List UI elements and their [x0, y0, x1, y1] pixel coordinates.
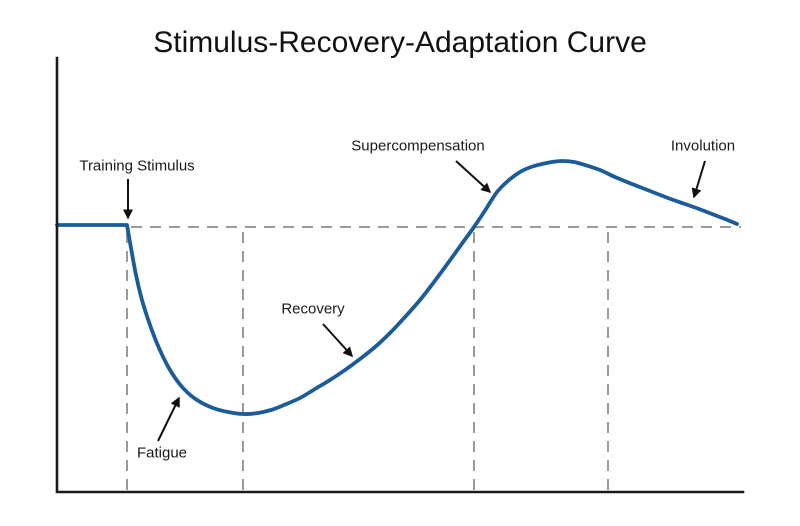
annotation-label-supercompensation: Supercompensation — [351, 137, 485, 155]
annotation-arrows — [123, 160, 706, 442]
dashed-guides — [126, 226, 741, 490]
performance-curve — [55, 159, 739, 416]
annotation-arrow-supercompensation — [455, 160, 492, 194]
annotation-label-training-stimulus: Training Stimulus — [79, 157, 195, 175]
axes — [55, 56, 745, 494]
annotation-arrow-involution — [691, 160, 706, 199]
annotation-label-involution: Involution — [670, 137, 736, 155]
chart-title: Stimulus-Recovery-Adaptation Curve — [153, 26, 647, 59]
annotation-label-recovery: Recovery — [281, 300, 345, 318]
annotation-label-fatigue: Fatigue — [136, 444, 188, 462]
annotation-arrow-fatigue — [157, 396, 180, 442]
annotation-arrow-recovery — [322, 323, 354, 358]
